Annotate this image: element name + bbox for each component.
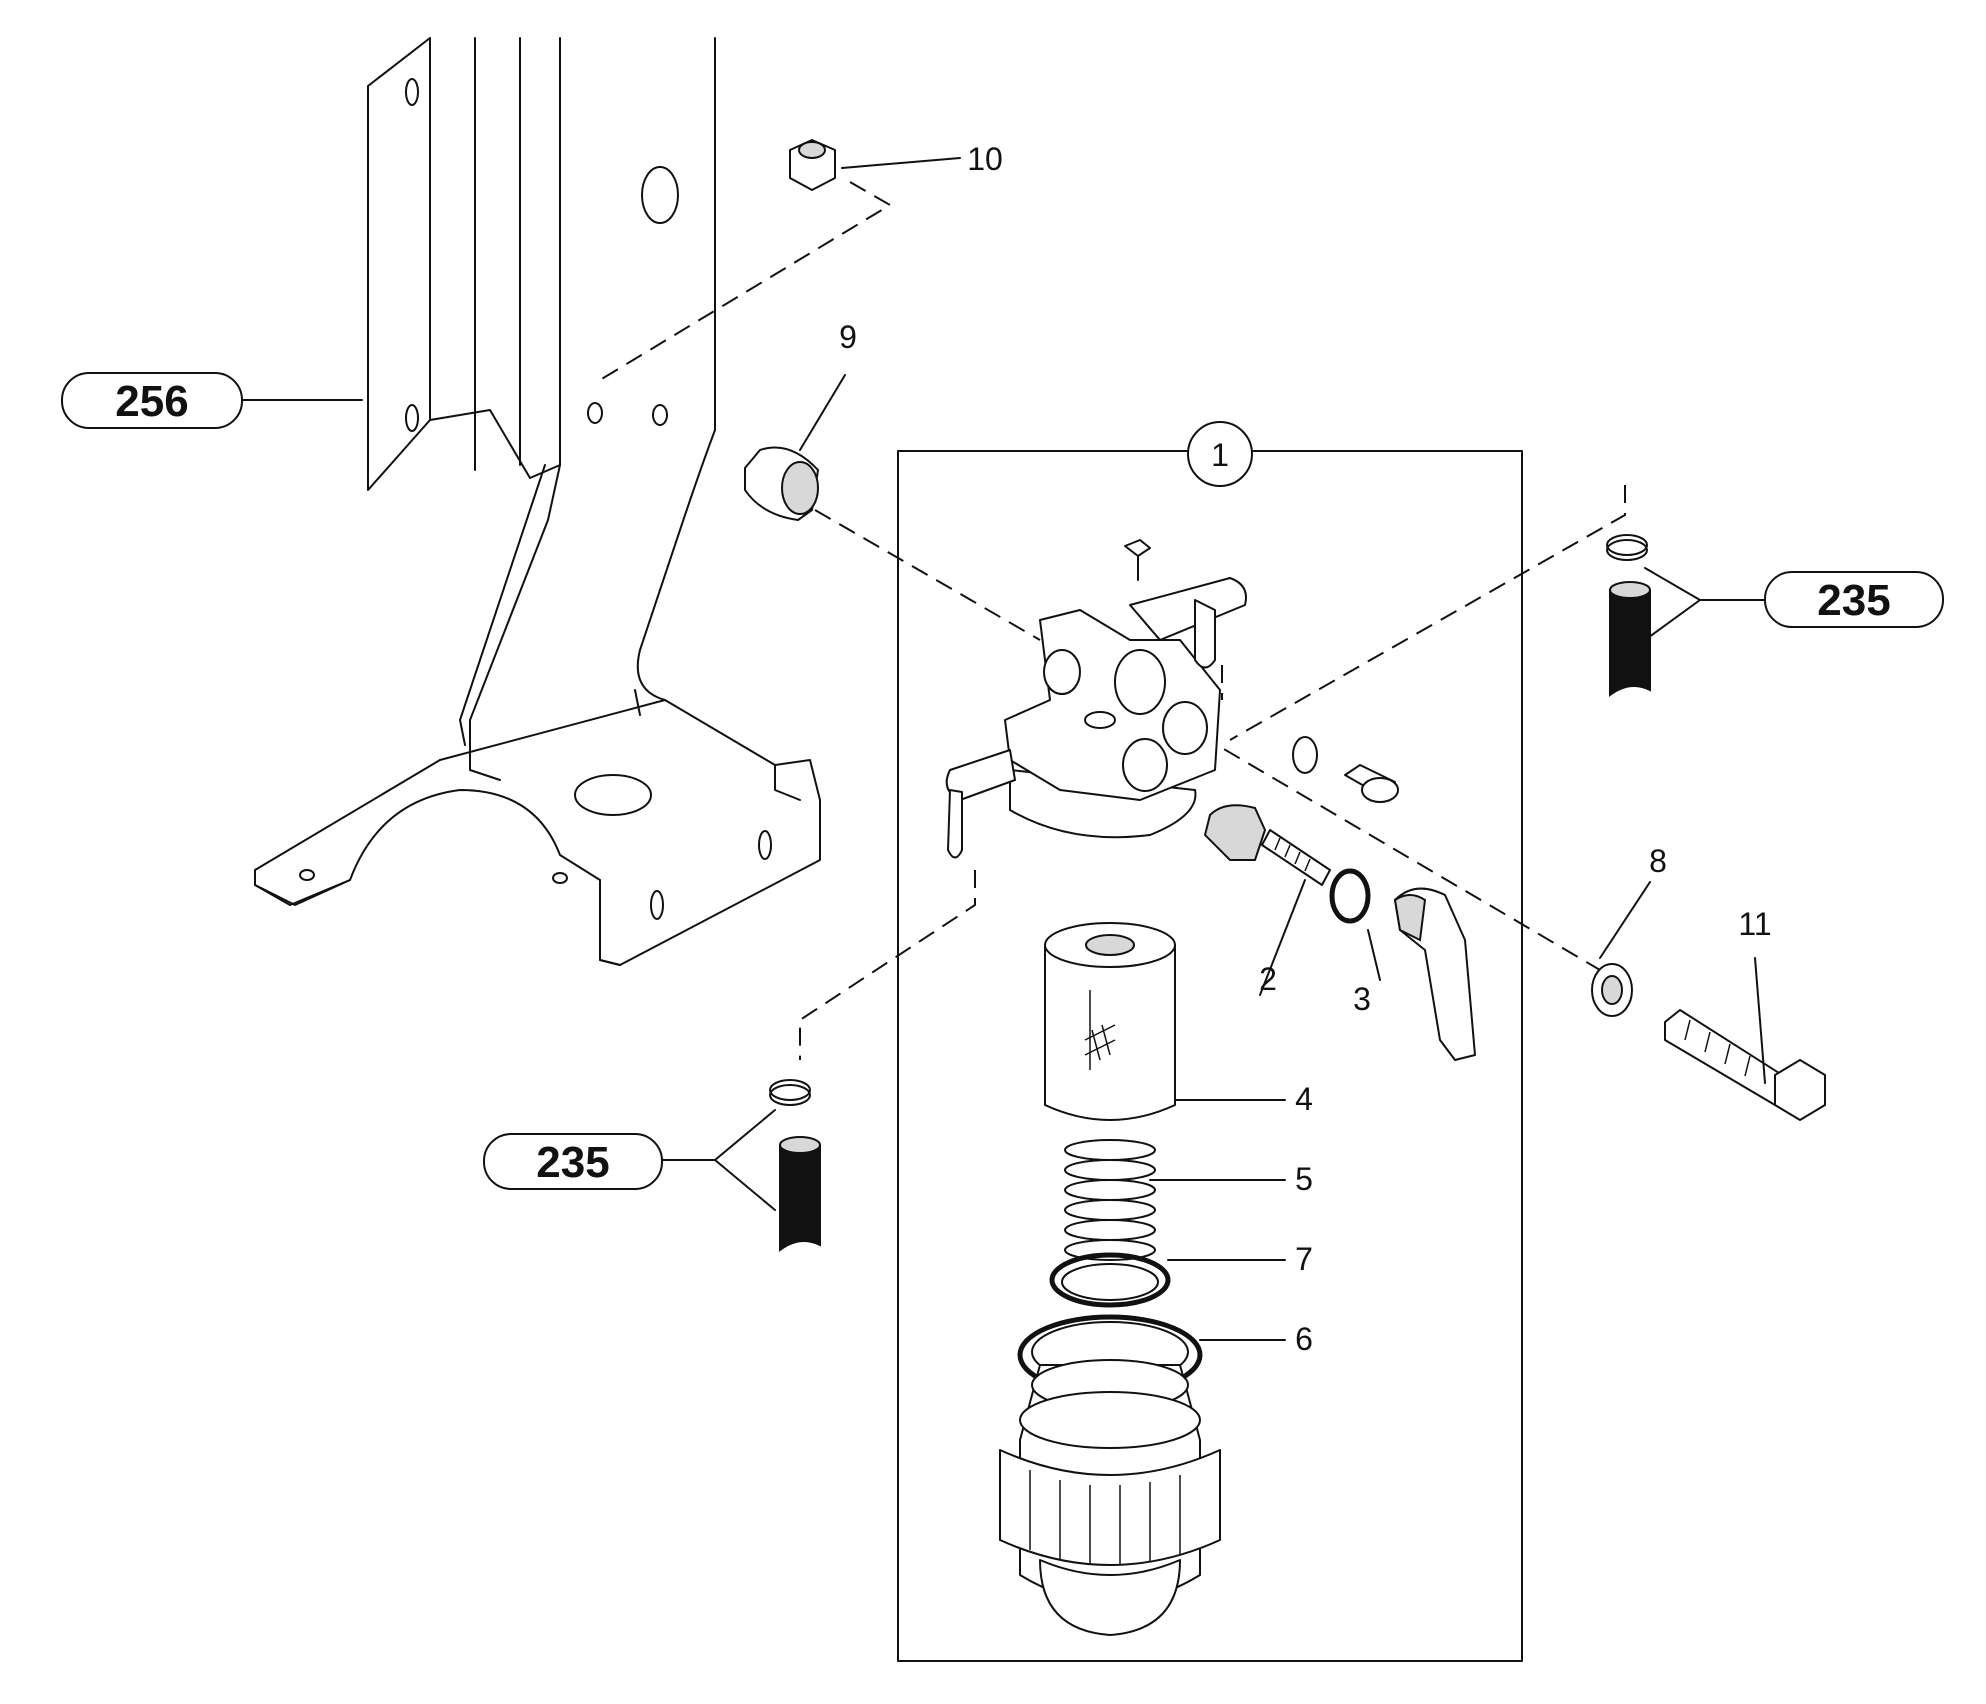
filter-kit-frame [897,421,1523,1662]
leader-lines [241,157,1766,1341]
part-3-o-ring [1329,868,1371,924]
ref-hose-left-235: 235 [483,1133,663,1190]
callout-8: 8 [1649,843,1667,879]
callout-3: 3 [1353,981,1371,1017]
part-10-nut [789,139,836,191]
ref-hose-right-235: 235 [1764,571,1944,628]
callout-7: 7 [1295,1241,1313,1277]
callout-4: 4 [1295,1081,1313,1117]
hose-clamp-right [1606,534,1651,697]
callout-5: 5 [1295,1161,1313,1197]
callout-11: 11 [1738,906,1771,942]
part-9-spacer [744,446,819,521]
part-5-spring [1064,1139,1156,1261]
callout-2: 2 [1259,961,1277,997]
drain-screw [1292,736,1399,803]
part-2-valve [1203,804,1331,886]
part-11-bolt [1664,1009,1826,1121]
callout-6: 6 [1295,1321,1313,1357]
valve-lever [1393,887,1476,1061]
part-8-washer [1591,963,1633,1017]
callout-9: 9 [839,319,857,355]
filter-head [945,539,1247,859]
callout-10: 10 [967,141,1003,177]
ref-bracket-256: 256 [61,372,243,429]
ref-hose-right-label: 235 [1817,576,1890,625]
callout-1: 1 [1211,437,1229,473]
callout-labels: 1 2 3 4 5 6 7 8 9 10 11 [839,141,1772,1357]
hose-clamp-left [769,1079,821,1252]
ref-hose-left-label: 235 [536,1138,609,1187]
part-4-filter-element [1044,922,1176,1121]
part-7-seal-ring [1049,1252,1171,1308]
filter-bowl [999,1359,1221,1636]
assembly-guide-lines [599,181,1626,1060]
mounting-bracket [254,37,821,966]
ref-bracket-label: 256 [115,377,188,426]
